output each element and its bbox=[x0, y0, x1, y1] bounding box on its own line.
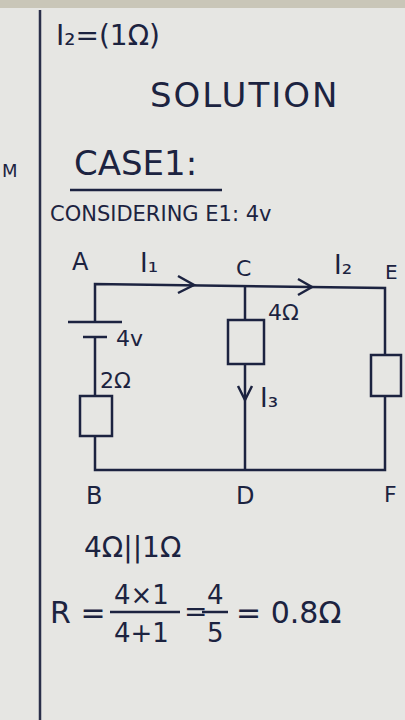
resistor-symbol bbox=[80, 320, 401, 436]
denominator: 4+1 bbox=[114, 620, 169, 646]
left-wire bbox=[94, 337, 97, 396]
resistor-value: 4Ω bbox=[268, 302, 299, 324]
node-letter: B bbox=[86, 484, 102, 508]
node-letter: D bbox=[236, 484, 254, 508]
denominator: 5 bbox=[207, 620, 224, 646]
battery-symbol bbox=[68, 322, 122, 337]
equation: = bbox=[184, 598, 207, 626]
bottom-wire bbox=[95, 396, 385, 470]
equation: I₂=(1Ω) bbox=[56, 22, 160, 50]
margin-note: M bbox=[2, 162, 18, 180]
case-heading: CASE1: bbox=[74, 146, 197, 180]
note: CONSIDERING E1: 4v bbox=[50, 204, 271, 225]
underline bbox=[70, 189, 222, 192]
equation: R = bbox=[50, 598, 106, 628]
resistor-value: 2Ω bbox=[100, 370, 131, 392]
node-letter: C bbox=[236, 258, 251, 280]
numerator: 4 bbox=[207, 582, 224, 608]
mid-wire bbox=[244, 287, 247, 320]
node-letter: E bbox=[385, 262, 398, 282]
current-arrow bbox=[178, 276, 312, 400]
current-label: I₃ bbox=[260, 385, 278, 411]
numerator: 4×1 bbox=[114, 582, 169, 608]
source-value: 4v bbox=[116, 328, 143, 350]
heading: SOLUTION bbox=[150, 78, 339, 112]
fraction-bar bbox=[110, 611, 180, 614]
parallel-note: 4Ω||1Ω bbox=[84, 534, 181, 562]
mid-wire bbox=[244, 364, 247, 470]
equation: = 0.8Ω bbox=[236, 598, 341, 628]
wires bbox=[95, 284, 385, 470]
current-label: I₂ bbox=[334, 252, 352, 278]
board-frame bbox=[0, 0, 405, 8]
node-letter: A bbox=[72, 250, 88, 274]
current-label: I₁ bbox=[140, 250, 158, 276]
node-letter: F bbox=[384, 484, 397, 506]
margin-line bbox=[39, 10, 42, 720]
